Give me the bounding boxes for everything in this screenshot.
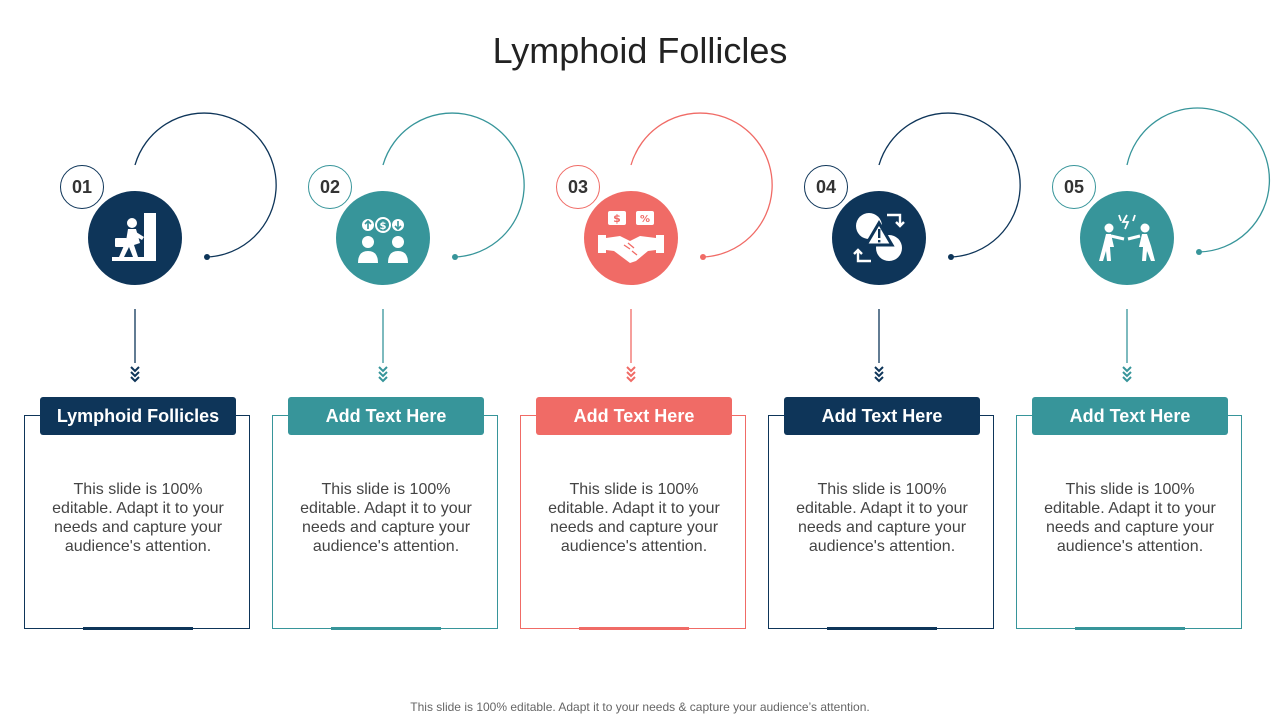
people-exchange-money-icon: $ [336, 191, 430, 285]
box-accent-bar [83, 627, 193, 630]
content-box [24, 415, 250, 630]
connector-arc [874, 112, 1021, 383]
step-label: Lymphoid Follicles [40, 397, 236, 435]
step-description: This slide is 100% editable. Adapt it to… [796, 481, 968, 555]
step-card-2: 02 $ Add Text Here This slide is 100% ed… [272, 0, 525, 720]
box-accent-bar [1075, 627, 1185, 630]
step-description: This slide is 100% editable. Adapt it to… [1044, 481, 1216, 555]
step-number: 03 [556, 165, 600, 209]
risk-cycle-warning-icon [832, 191, 926, 285]
step-label: Add Text Here [784, 397, 980, 435]
connector-arc [626, 112, 773, 383]
content-box [768, 415, 994, 630]
connector-arc [130, 112, 277, 383]
content-box [520, 415, 746, 630]
connector-arc [1122, 107, 1271, 383]
people-conflict-icon [1080, 191, 1174, 285]
step-description: This slide is 100% editable. Adapt it to… [52, 481, 224, 555]
content-box [1016, 415, 1242, 630]
step-label: Add Text Here [288, 397, 484, 435]
step-label: Add Text Here [1032, 397, 1228, 435]
step-card-3: 03 $ % Add Text Here This slide is 100% … [520, 0, 773, 720]
svg-text:$: $ [613, 212, 621, 225]
box-accent-bar [827, 627, 937, 630]
step-number: 04 [804, 165, 848, 209]
svg-text:$: $ [380, 221, 387, 232]
step-card-1: 01 Lymphoid Follicles This slide is 100%… [24, 0, 277, 720]
step-number: 01 [60, 165, 104, 209]
step-card-4: 04 Add Text Here This slide is 100% edit… [768, 0, 1021, 720]
step-description: This slide is 100% editable. Adapt it to… [548, 481, 720, 555]
step-description: This slide is 100% editable. Adapt it to… [300, 481, 472, 555]
person-with-bag-at-door-icon [88, 191, 182, 285]
step-number: 02 [308, 165, 352, 209]
box-accent-bar [579, 627, 689, 630]
box-accent-bar [331, 627, 441, 630]
footer-note: This slide is 100% editable. Adapt it to… [410, 700, 870, 714]
slide-title: Lymphoid Follicles [492, 30, 788, 71]
handshake-deal-icon: $ % [584, 191, 678, 285]
step-number: 05 [1052, 165, 1096, 209]
step-label: Add Text Here [536, 397, 732, 435]
svg-text:%: % [640, 214, 650, 225]
step-card-5: 05 Add Text Here This slide is 100% edit… [1016, 0, 1271, 720]
connector-arc [378, 112, 525, 383]
